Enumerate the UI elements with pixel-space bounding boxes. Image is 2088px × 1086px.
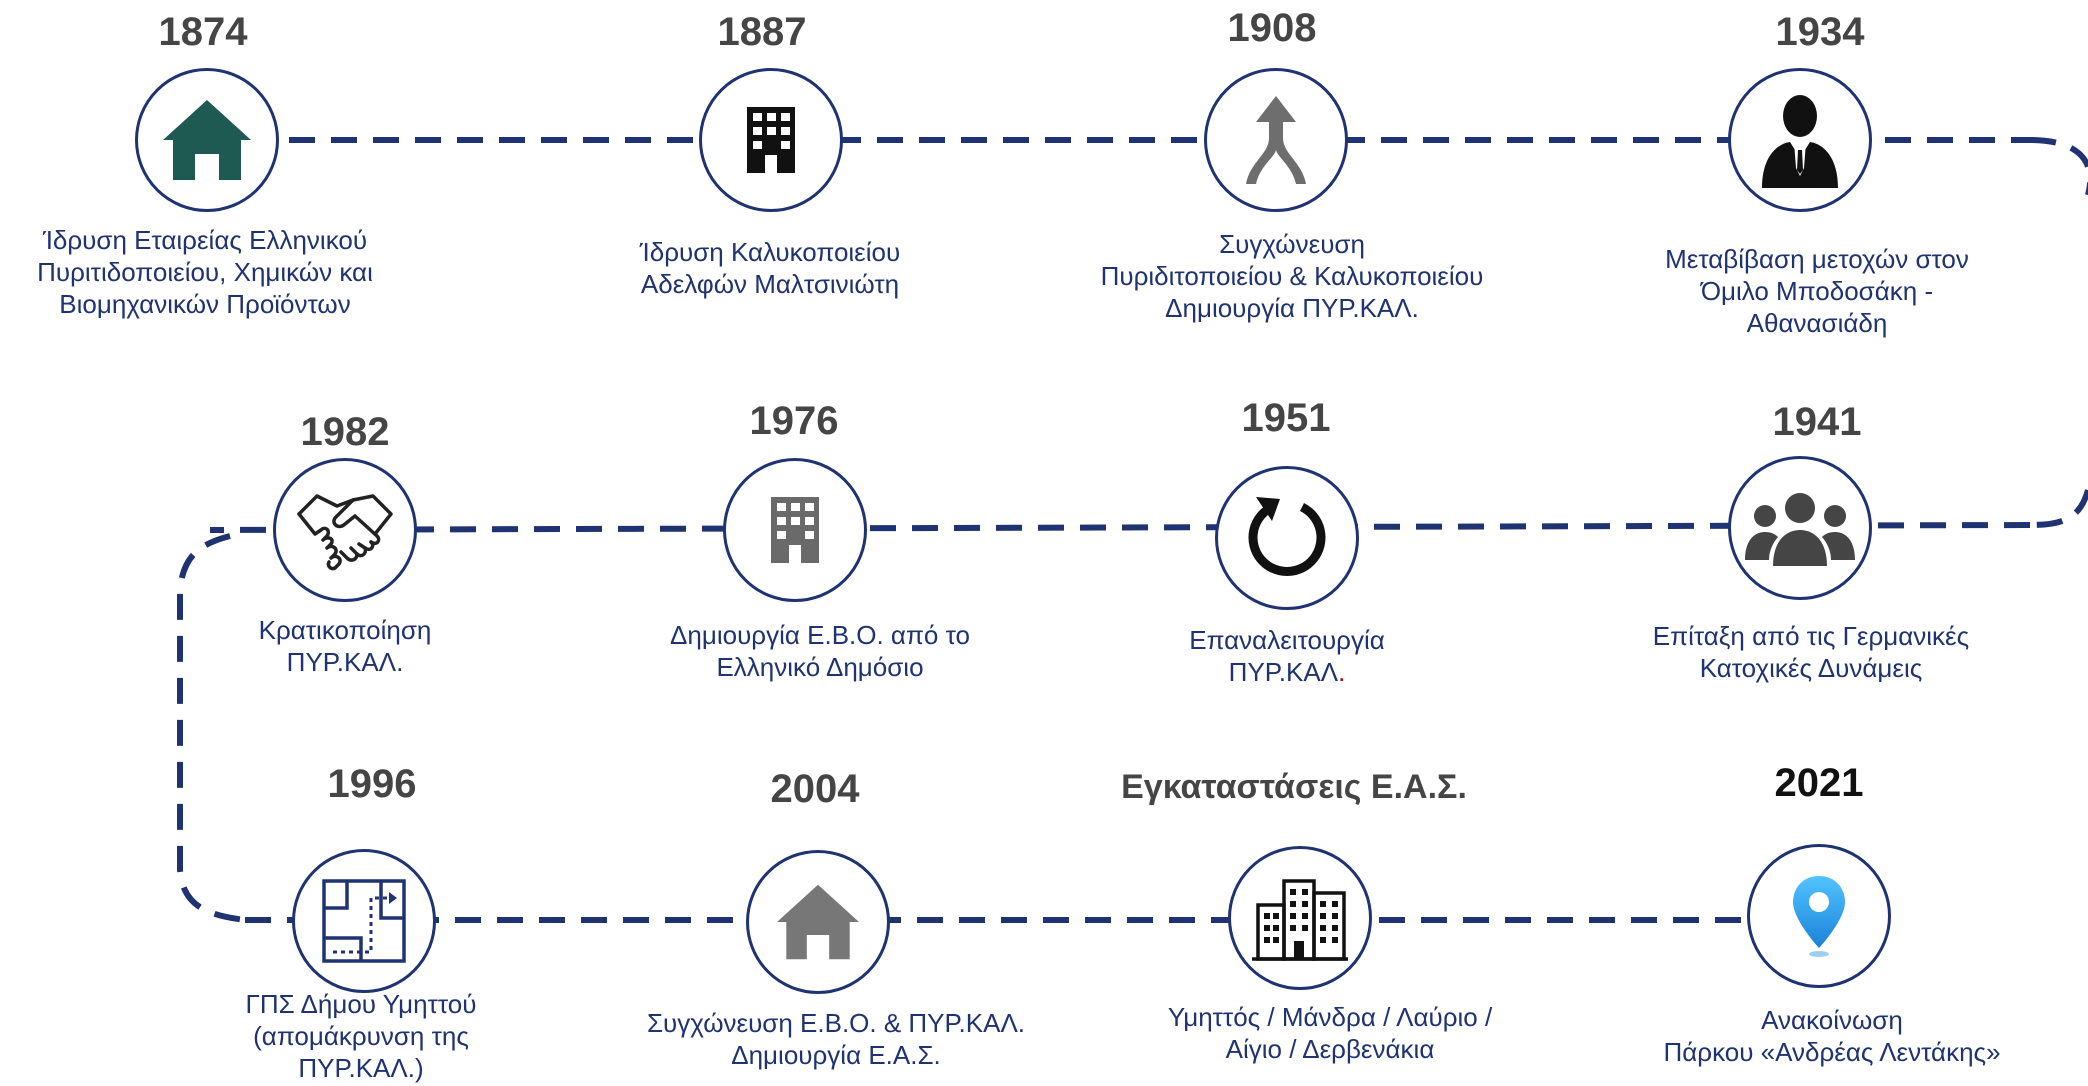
connector-curve-left [177, 533, 246, 923]
caption-line: Κατοχικές Δυνάμεις [1699, 653, 1923, 683]
merge-arrow-icon [1246, 96, 1306, 184]
businessman-icon [1762, 95, 1838, 188]
connector-row-2 [209, 522, 2031, 533]
caption-line: Δημιουργία Ε.Β.Ο. από το [670, 620, 970, 650]
caption-line: Δημιουργία Ε.Α.Σ. [731, 1040, 941, 1070]
house-icon [163, 100, 251, 180]
year-label: 1982 [300, 410, 390, 454]
milestone-1908-node [1204, 68, 1348, 212]
caption-line: Αίγιο / Δερβενάκια [1225, 1034, 1435, 1064]
refresh-icon [1248, 497, 1326, 577]
caption-line: Όμιλο Μποδοσάκη - [1700, 276, 1934, 306]
year-label: 1941 [1772, 400, 1862, 444]
milestone-1951-node [1215, 466, 1359, 610]
milestone-1996-node [292, 849, 436, 993]
milestone-1941-node [1728, 456, 1872, 600]
milestone-2004-caption: Συγχώνευση Ε.Β.Ο. & ΠΥΡ.ΚΑΛ. Δημιουργία … [596, 1007, 1076, 1071]
milestone-1908-caption: Συγχώνευση Πυριδιτοποιείου & Καλυκοποιεί… [1052, 228, 1532, 324]
milestone-1976-node [723, 458, 867, 602]
building-icon [747, 107, 795, 173]
milestone-1951-caption: Επαναλειτουργία ΠΥΡ.ΚΑΛ. [1047, 624, 1527, 688]
caption-line: Πάρκου «Ανδρέας Λεντάκης» [1663, 1037, 2001, 1067]
caption-line: Ίδρυση Εταιρείας Ελληνικού [42, 225, 368, 255]
milestone-eas-caption: Υμηττός / Μάνδρα / Λαύριο / Αίγιο / Δερβ… [1090, 1001, 1570, 1065]
year-label: 2004 [770, 767, 860, 811]
group-icon [1745, 493, 1855, 566]
milestone-1982-caption: Κρατικοποίηση ΠΥΡ.ΚΑΛ. [105, 614, 585, 678]
year-label: 1908 [1227, 6, 1317, 50]
caption-line: Αδελφών Μαλτσινιώτη [640, 269, 900, 299]
milestone-1887-caption: Ίδρυση Καλυκοποιείου Αδελφών Μαλτσινιώτη [530, 236, 1010, 300]
caption-line: Ελληνικό Δημόσιο [716, 652, 924, 682]
milestone-2021-node [1747, 844, 1891, 988]
caption-line: ΠΥΡ.ΚΑΛ.) [298, 1053, 424, 1083]
milestone-1874-node [135, 68, 279, 212]
year-label: 1874 [158, 10, 248, 54]
location-pin-icon [1793, 876, 1845, 957]
year-label: 1934 [1775, 10, 1865, 54]
milestone-1874-caption: Ίδρυση Εταιρείας Ελληνικού Πυριτιδοποιεί… [0, 224, 445, 320]
caption-line: Ίδρυση Καλυκοποιείου [639, 237, 901, 267]
caption-line: Συγχώνευση [1219, 229, 1365, 259]
caption-line-text: ΠΥΡ.ΚΑΛ [1228, 657, 1339, 687]
year-label: 1887 [717, 10, 807, 54]
caption-line: Ανακοίνωση [1761, 1005, 1903, 1035]
caption-line: Επαναλειτουργία [1189, 625, 1385, 655]
handshake-icon [297, 494, 393, 571]
connector-curve-right [2029, 137, 2088, 528]
caption-line: ΠΥΡ.ΚΑΛ. [286, 647, 404, 677]
year-label: 1951 [1241, 396, 1331, 440]
milestone-eas-node [1228, 846, 1372, 990]
city-buildings-icon [1252, 879, 1348, 961]
caption-line: Αθανασιάδη [1746, 308, 1888, 338]
year-label: 1996 [327, 762, 417, 806]
caption-line: Δημιουργία ΠΥΡ.ΚΑΛ. [1165, 293, 1419, 323]
caption-line: ΓΠΣ Δήμου Υμηττού [245, 989, 477, 1019]
caption-line: Υμηττός / Μάνδρα / Λαύριο / [1167, 1002, 1493, 1032]
year-label: Εγκαταστάσεις Ε.Α.Σ. [1121, 768, 1467, 806]
caption-line: Πυριδιτοποιείου & Καλυκοποιείου [1100, 261, 1484, 291]
milestone-1934-node [1728, 68, 1872, 212]
year-label: 2021 [1774, 761, 1864, 805]
caption-line: Συγχώνευση Ε.Β.Ο. & ΠΥΡ.ΚΑΛ. [646, 1008, 1026, 1038]
caption-line: Μεταβίβαση μετοχών στον [1665, 244, 1969, 274]
milestone-1941-caption: Επίταξη από τις Γερμανικές Κατοχικές Δυν… [1571, 620, 2051, 684]
caption-line: Πυριτιδοποιείου, Χημικών και [37, 257, 373, 287]
building-gray-icon [771, 497, 819, 563]
caption-line: (απομάκρυνση της [253, 1021, 469, 1051]
floor-plan-icon [322, 879, 406, 963]
milestone-1976-caption: Δημιουργία Ε.Β.Ο. από το Ελληνικό Δημόσι… [580, 619, 1060, 683]
milestone-2004-node [746, 850, 890, 994]
milestone-1996-caption: ΓΠΣ Δήμου Υμηττού (απομάκρυνση της ΠΥΡ.Κ… [121, 988, 601, 1084]
caption-line: ΠΥΡ.ΚΑΛ. [1047, 656, 1527, 688]
house-gray-icon [777, 884, 859, 960]
milestone-1887-node [699, 68, 843, 212]
caption-line: Κρατικοποίηση [258, 615, 432, 645]
caption-line: Βιομηχανικών Προϊόντων [59, 289, 351, 319]
milestone-1934-caption: Μεταβίβαση μετοχών στον Όμιλο Μποδοσάκη … [1577, 243, 2057, 339]
milestone-2021-caption: Ανακοίνωση Πάρκου «Ανδρέας Λεντάκης» [1592, 1004, 2072, 1068]
caption-line: Επίταξη από τις Γερμανικές [1652, 621, 1970, 651]
caption-accent: . [1338, 657, 1346, 687]
milestone-1982-node [273, 458, 417, 602]
year-label: 1976 [749, 399, 839, 443]
